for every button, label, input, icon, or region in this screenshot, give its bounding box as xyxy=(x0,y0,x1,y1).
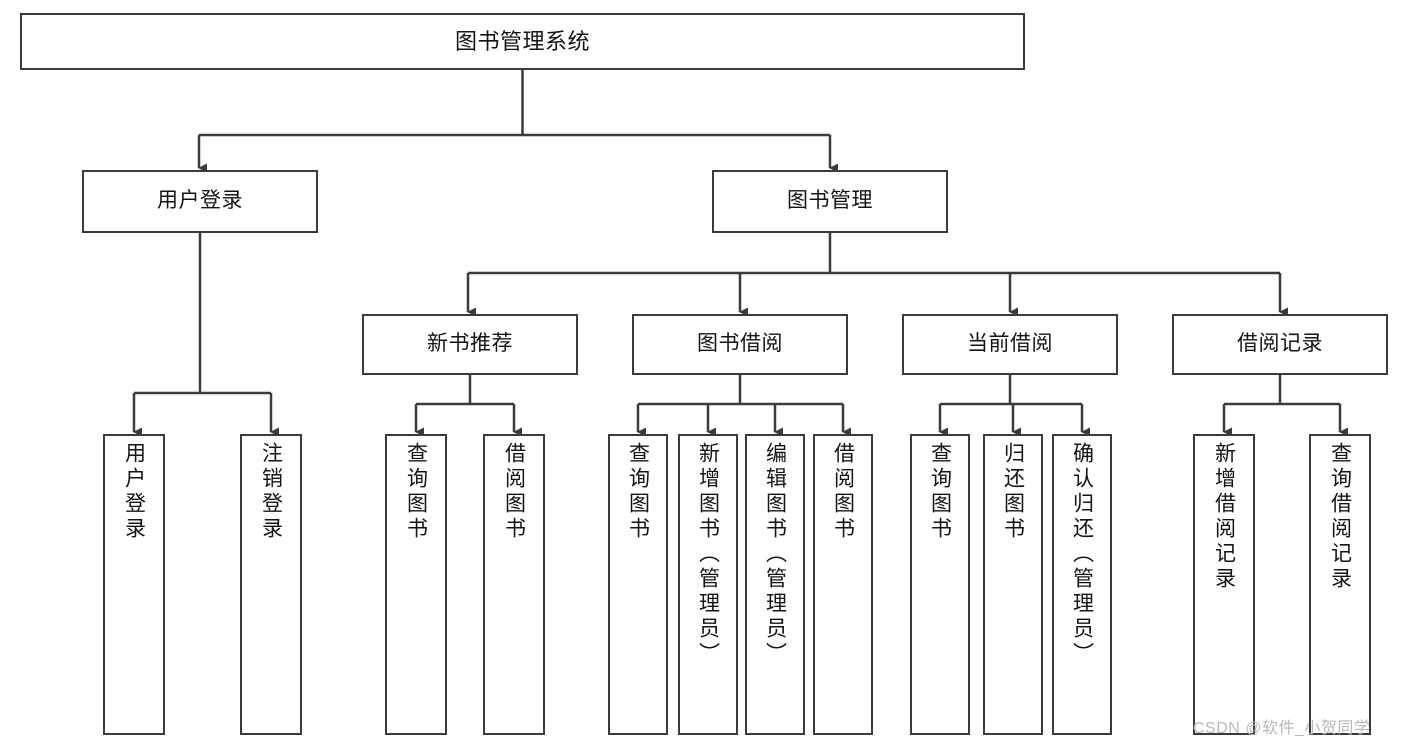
node-book-borrow-label: 图书借阅 xyxy=(697,332,783,356)
leaf-leaf-borrow-book-recommend-label: 借阅图书 xyxy=(502,442,526,542)
leaf-leaf-query-book-current-label: 查询图书 xyxy=(928,442,952,542)
leaf-leaf-add-book-admin-label: 新增图书（管理员） xyxy=(696,442,720,667)
node-user-login[interactable]: 用户登录 xyxy=(82,170,318,233)
leaf-leaf-add-book-admin[interactable]: 新增图书（管理员） xyxy=(678,434,738,735)
leaf-leaf-edit-book-admin-label: 编辑图书（管理员） xyxy=(763,442,787,667)
leaf-leaf-add-borrow-record[interactable]: 新增借阅记录 xyxy=(1193,434,1255,735)
node-book-manage[interactable]: 图书管理 xyxy=(712,170,948,233)
leaf-leaf-borrow-book[interactable]: 借阅图书 xyxy=(813,434,873,735)
leaf-leaf-query-borrow-record[interactable]: 查询借阅记录 xyxy=(1309,434,1371,735)
node-current-borrow-label: 当前借阅 xyxy=(967,332,1053,356)
leaf-leaf-query-book-current[interactable]: 查询图书 xyxy=(910,434,970,735)
leaf-leaf-query-book-recommend-label: 查询图书 xyxy=(404,442,428,542)
leaf-leaf-query-book-borrow[interactable]: 查询图书 xyxy=(608,434,668,735)
node-current-borrow[interactable]: 当前借阅 xyxy=(902,314,1118,375)
leaf-leaf-user-login-label: 用户登录 xyxy=(122,442,146,542)
node-borrow-record[interactable]: 借阅记录 xyxy=(1172,314,1388,375)
leaf-leaf-query-borrow-record-label: 查询借阅记录 xyxy=(1328,442,1352,592)
node-book-borrow[interactable]: 图书借阅 xyxy=(632,314,848,375)
node-root-label: 图书管理系统 xyxy=(454,28,590,54)
node-root[interactable]: 图书管理系统 xyxy=(20,13,1025,70)
leaf-leaf-borrow-book-label: 借阅图书 xyxy=(831,442,855,542)
node-borrow-record-label: 借阅记录 xyxy=(1237,332,1323,356)
csdn-watermark: CSDN @软件_小贺同学 xyxy=(1193,720,1371,737)
leaf-leaf-user-login[interactable]: 用户登录 xyxy=(103,434,165,735)
leaf-leaf-user-logout[interactable]: 注销登录 xyxy=(240,434,302,735)
leaf-leaf-borrow-book-recommend[interactable]: 借阅图书 xyxy=(483,434,545,735)
leaf-leaf-edit-book-admin[interactable]: 编辑图书（管理员） xyxy=(745,434,805,735)
leaf-leaf-return-book[interactable]: 归还图书 xyxy=(983,434,1043,735)
node-book-manage-label: 图书管理 xyxy=(787,189,873,213)
node-new-book-recommend-label: 新书推荐 xyxy=(427,332,513,356)
leaf-leaf-query-book-recommend[interactable]: 查询图书 xyxy=(385,434,447,735)
node-user-login-label: 用户登录 xyxy=(157,189,243,213)
leaf-leaf-query-book-borrow-label: 查询图书 xyxy=(626,442,650,542)
leaf-leaf-add-borrow-record-label: 新增借阅记录 xyxy=(1212,442,1236,592)
leaf-leaf-user-logout-label: 注销登录 xyxy=(259,442,283,542)
leaf-leaf-confirm-return-admin-label: 确认归还（管理员） xyxy=(1070,442,1094,667)
leaf-leaf-return-book-label: 归还图书 xyxy=(1001,442,1025,542)
node-new-book-recommend[interactable]: 新书推荐 xyxy=(362,314,578,375)
leaf-leaf-confirm-return-admin[interactable]: 确认归还（管理员） xyxy=(1052,434,1112,735)
